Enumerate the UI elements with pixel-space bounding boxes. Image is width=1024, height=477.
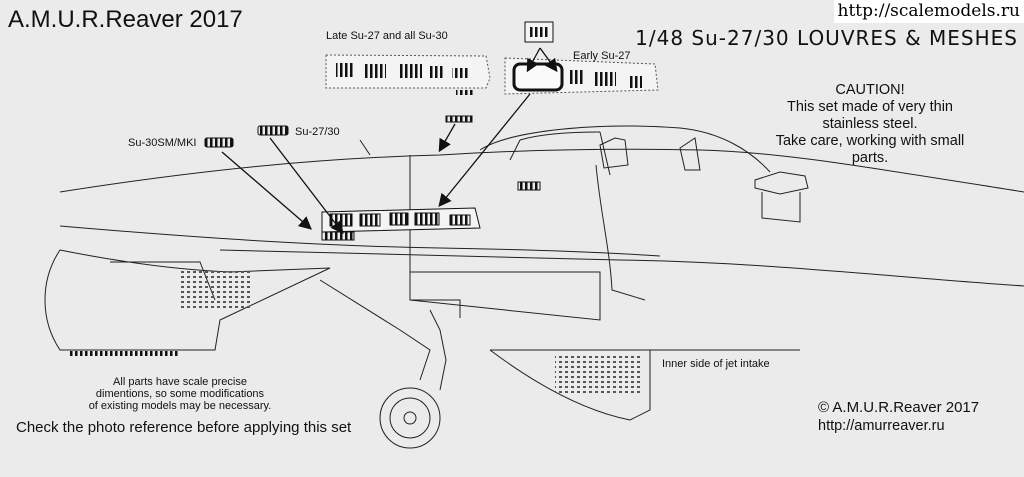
caution-line: This set made of very thin bbox=[786, 99, 953, 115]
caution-line: stainless steel. bbox=[822, 116, 918, 132]
nose-wheel bbox=[379, 387, 441, 449]
label-early-su27: Early Su-27 bbox=[573, 50, 631, 62]
label-su30sm: Su-30SM/MKI bbox=[128, 137, 197, 149]
label-su27-30: Su-27/30 bbox=[295, 126, 340, 138]
fuselage-bottom-line bbox=[219, 249, 1024, 287]
arrow-early-left bbox=[526, 47, 541, 73]
wing-outline bbox=[44, 249, 331, 351]
inner-intake-side bbox=[489, 349, 651, 421]
wing-slats-strip bbox=[70, 351, 180, 356]
fuselage-top-line bbox=[59, 148, 1024, 193]
louvre-su30sm-fitted bbox=[321, 231, 355, 241]
rear-seat bbox=[679, 137, 701, 171]
antenna bbox=[359, 139, 371, 156]
label-inner-intake: Inner side of jet intake bbox=[662, 358, 770, 370]
fuselage-louvre-strip bbox=[321, 207, 481, 233]
scale-note-line: dimentions, so some modifications bbox=[95, 388, 265, 400]
sensor-fairing bbox=[761, 192, 801, 223]
early-louvre-2 bbox=[594, 72, 616, 86]
arrow-su27-30 bbox=[269, 137, 344, 235]
late-louvre-6 bbox=[456, 90, 474, 95]
su27-30-part bbox=[257, 125, 289, 136]
scale-note: All parts have scale precise dimentions,… bbox=[50, 376, 310, 412]
caution-block: CAUTION! This set made of very thin stai… bbox=[770, 82, 970, 167]
wing-mesh bbox=[180, 268, 250, 308]
late-louvre-3 bbox=[400, 64, 422, 78]
early-louvre-3 bbox=[628, 76, 642, 88]
wing-root-line bbox=[59, 225, 661, 257]
late-louvre-2 bbox=[364, 64, 386, 78]
brand-header: A.M.U.R.Reaver 2017 bbox=[8, 6, 243, 33]
intake-lower-panel bbox=[409, 271, 601, 321]
sheet-title: 1/48 Su-27/30 LOUVRES & MESHES bbox=[635, 26, 1018, 50]
scale-note-line: All parts have scale precise bbox=[113, 376, 247, 388]
late-louvre-1 bbox=[336, 63, 354, 77]
caution-line: CAUTION! bbox=[835, 82, 905, 98]
canopy-frame bbox=[519, 131, 601, 141]
gear-strut bbox=[319, 279, 431, 381]
caution-line: Take care, working with small bbox=[775, 133, 965, 149]
early-louvre-1 bbox=[570, 70, 584, 84]
su30sm-part bbox=[204, 137, 234, 148]
watermark: http://scalemodels.ru bbox=[833, 0, 1024, 23]
inner-intake-mesh bbox=[555, 355, 640, 395]
label-late-su27: Late Su-27 and all Su-30 bbox=[326, 30, 448, 42]
arrow-early-right bbox=[539, 47, 558, 73]
scale-note-line: of existing models may be necessary. bbox=[88, 400, 272, 412]
website-url: http://amurreaver.ru bbox=[818, 418, 945, 434]
arrow-early-fuselage bbox=[438, 93, 531, 208]
caution-line: parts. bbox=[851, 150, 889, 166]
late-louvre-5 bbox=[452, 68, 470, 78]
gear-oleo bbox=[429, 309, 447, 391]
ejection-seat bbox=[599, 137, 629, 169]
canopy-outline bbox=[479, 125, 771, 173]
arrow-su30sm bbox=[221, 151, 312, 230]
louvre-small-fitted bbox=[517, 181, 541, 191]
photo-reference-note: Check the photo reference before applyin… bbox=[16, 419, 352, 436]
early-small-part bbox=[445, 115, 473, 123]
copyright: © A.M.U.R.Reaver 2017 bbox=[818, 399, 980, 416]
intake-lip bbox=[595, 164, 646, 301]
panel-line-vertical bbox=[409, 155, 461, 318]
ir-sensor bbox=[754, 171, 809, 195]
arrow-small-part bbox=[438, 123, 456, 153]
late-louvre-4 bbox=[430, 66, 444, 78]
